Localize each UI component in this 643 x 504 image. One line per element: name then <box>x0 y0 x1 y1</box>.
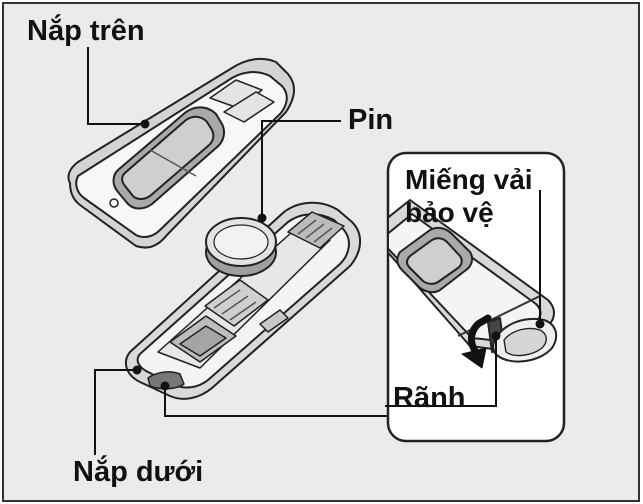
inset-panel <box>386 151 566 443</box>
label-protective-cloth-line1: Miếng vải <box>405 164 533 195</box>
label-bottom-cover: Nắp dưới <box>73 456 204 488</box>
label-groove: Rãnh <box>393 382 466 414</box>
top-cover-shape <box>67 57 295 249</box>
leader-lines <box>87 47 541 455</box>
label-protective-cloth-line2: bảo vệ <box>405 197 494 229</box>
label-protective-cloth: Miếng vải bảo vệ <box>405 163 533 229</box>
battery-shape <box>205 217 277 277</box>
label-top-cover: Nắp trên <box>27 15 145 47</box>
label-battery: Pin <box>348 104 394 136</box>
leader-dots <box>132 119 545 391</box>
bottom-cover-shape <box>124 201 361 400</box>
